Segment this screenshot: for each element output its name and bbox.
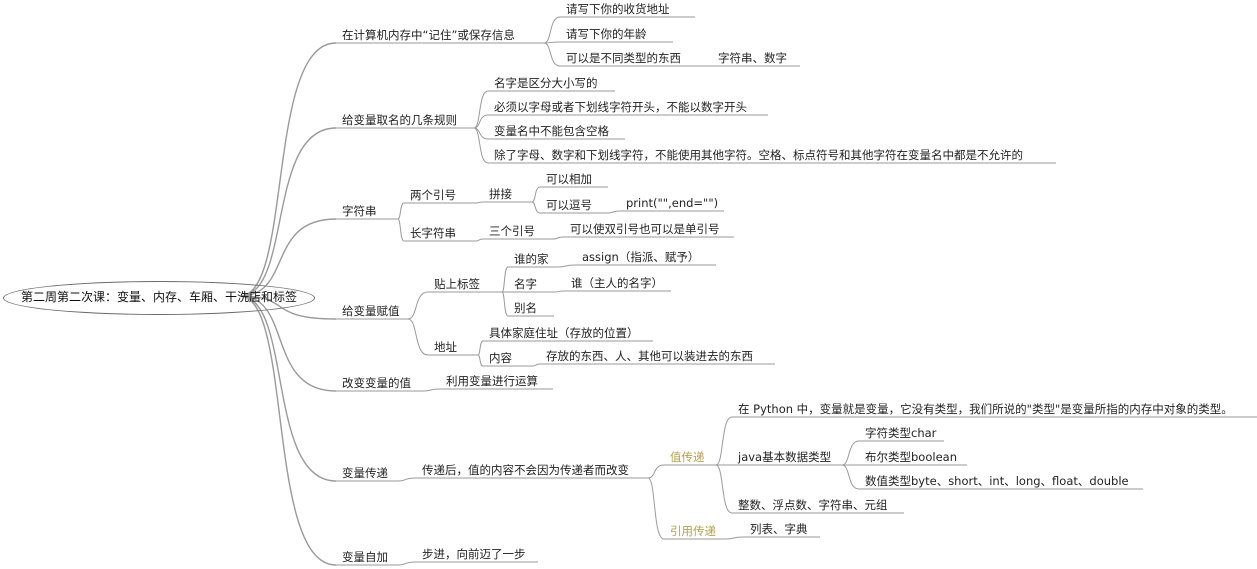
topic-variable-passing[interactable]: 变量传递 [342,466,388,480]
subtopic-assign[interactable]: assign（指派、赋予） [582,250,700,264]
topic-change-value[interactable]: 改变变量的值 [342,376,411,390]
subtopic-start-with-letter[interactable]: 必须以字母或者下划线字符开头，不能以数字开头 [494,100,747,114]
connector-n3a [397,202,405,220]
subtopic-char-type[interactable]: 字符类型char [865,426,937,440]
subtopic-concatenate[interactable]: 拼接 [489,187,512,201]
subtopic-three-quotes[interactable]: 三个引号 [489,224,535,238]
subtopic-compute-with-variables[interactable]: 利用变量进行运算 [446,374,538,388]
topic-naming-rules[interactable]: 给变量取名的几条规则 [342,113,457,127]
connector-n6a1c [715,464,733,514]
connector-n4a3 [501,291,509,317]
topic-memory-storage[interactable]: 在计算机内存中“记住”或保存信息 [342,28,515,42]
subtopic-string-number[interactable]: 字符串、数字 [718,51,787,65]
subtopic-shipping-address[interactable]: 请写下你的收货地址 [566,2,670,16]
root-topic[interactable]: 第二周第二次课：变量、内存、车厢、干洗店和标签 [3,281,315,315]
subtopic-different-types[interactable]: 可以是不同类型的东西 [566,51,681,65]
connector-n7a [397,561,417,566]
subtopic-value-unchanged[interactable]: 传递后，值的内容不会因为传递者而改变 [422,463,629,477]
connector-n2 [239,127,337,297]
subtopic-label[interactable]: 贴上标签 [434,277,480,291]
subtopic-boolean-type[interactable]: 布尔类型boolean [865,450,957,464]
subtopic-allowed-chars[interactable]: 除了字母、数字和下划线字符，不能使用其他字符。空格、标点符号和其他字符在变量名中… [494,148,1023,162]
subtopic-alias[interactable]: 别名 [514,301,537,315]
connector-n6a1b1 [841,440,860,466]
subtopic-immutable-types[interactable]: 整数、浮点数、字符串、元组 [738,498,888,512]
connector-n6a2 [647,477,665,540]
subtopic-can-add[interactable]: 可以相加 [546,172,592,186]
connector-n3a1b1 [607,210,621,214]
connector-n3a1a [531,186,541,203]
connector-n4a1a [557,264,577,268]
topic-string[interactable]: 字符串 [342,204,377,218]
connector-n5a [423,388,441,392]
connector-n2a [473,90,489,129]
connector-n4a1 [501,266,509,293]
subtopic-pass-by-reference[interactable]: 引用传递 [670,524,716,538]
subtopic-owner-name[interactable]: 谁（主人的名字） [571,276,663,290]
connector-n3b1 [475,238,484,242]
connector-n7 [239,295,337,566]
subtopic-list-dict[interactable]: 列表、字典 [750,522,808,536]
subtopic-whose-home[interactable]: 谁的家 [514,252,549,266]
connector-n6a1b3 [841,464,860,490]
subtopic-content[interactable]: 内容 [489,351,512,365]
subtopic-double-or-single[interactable]: 可以使双引号也可以是单引号 [570,222,720,236]
subtopic-two-quotes[interactable]: 两个引号 [410,188,456,202]
connector-n6 [239,295,337,482]
connector-n4b [407,318,429,356]
connector-n1a [543,16,561,44]
connector-n4a2a [553,290,566,293]
subtopic-python-no-type[interactable]: 在 Python 中，变量就是变量，它没有类型，我们所说的"类型"是变量所指的内… [738,402,1233,416]
connector-n6a2a [725,536,745,540]
connector-n3b [397,218,405,242]
subtopic-no-spaces[interactable]: 变量名中不能包含空格 [494,124,609,138]
connector-n6a1 [647,464,665,479]
connector-n2d [473,127,489,164]
subtopic-print-end[interactable]: print("",end="") [626,196,719,210]
connector-n1c [543,42,561,67]
subtopic-name[interactable]: 名字 [514,277,537,291]
connector-n4b2 [477,354,484,367]
subtopic-age[interactable]: 请写下你的年龄 [566,27,647,41]
subtopic-pass-by-value[interactable]: 值传递 [670,450,705,464]
subtopic-long-string[interactable]: 长字符串 [410,226,456,240]
connector-n3a1b [531,201,541,214]
subtopic-numeric-types[interactable]: 数值类型byte、short、int、long、float、double [865,474,1129,488]
connector-n4b1 [477,340,484,356]
connector-n4b2a [532,363,541,367]
connector-n2b [473,114,489,129]
connector-n4a [407,291,429,320]
connector-n6a [397,477,417,482]
subtopic-stored-things[interactable]: 存放的东西、人、其他可以装进去的东西 [546,349,753,363]
topic-assignment[interactable]: 给变量赋值 [342,304,400,318]
topic-self-increment[interactable]: 变量自加 [342,550,388,564]
connector-n1 [239,42,337,297]
connector-n3a1 [475,201,484,204]
subtopic-address[interactable]: 地址 [434,340,457,354]
subtopic-can-comma[interactable]: 可以逗号 [546,198,592,212]
connector-n3b1a [552,236,565,240]
connector-n6a1a [715,416,733,466]
subtopic-case-sensitive[interactable]: 名字是区分大小写的 [494,76,598,90]
subtopic-step-forward[interactable]: 步进，向前迈了一步 [422,547,526,561]
subtopic-java-primitive-types[interactable]: java基本数据类型 [738,450,832,464]
subtopic-home-address[interactable]: 具体家庭住址（存放的位置） [489,326,639,340]
